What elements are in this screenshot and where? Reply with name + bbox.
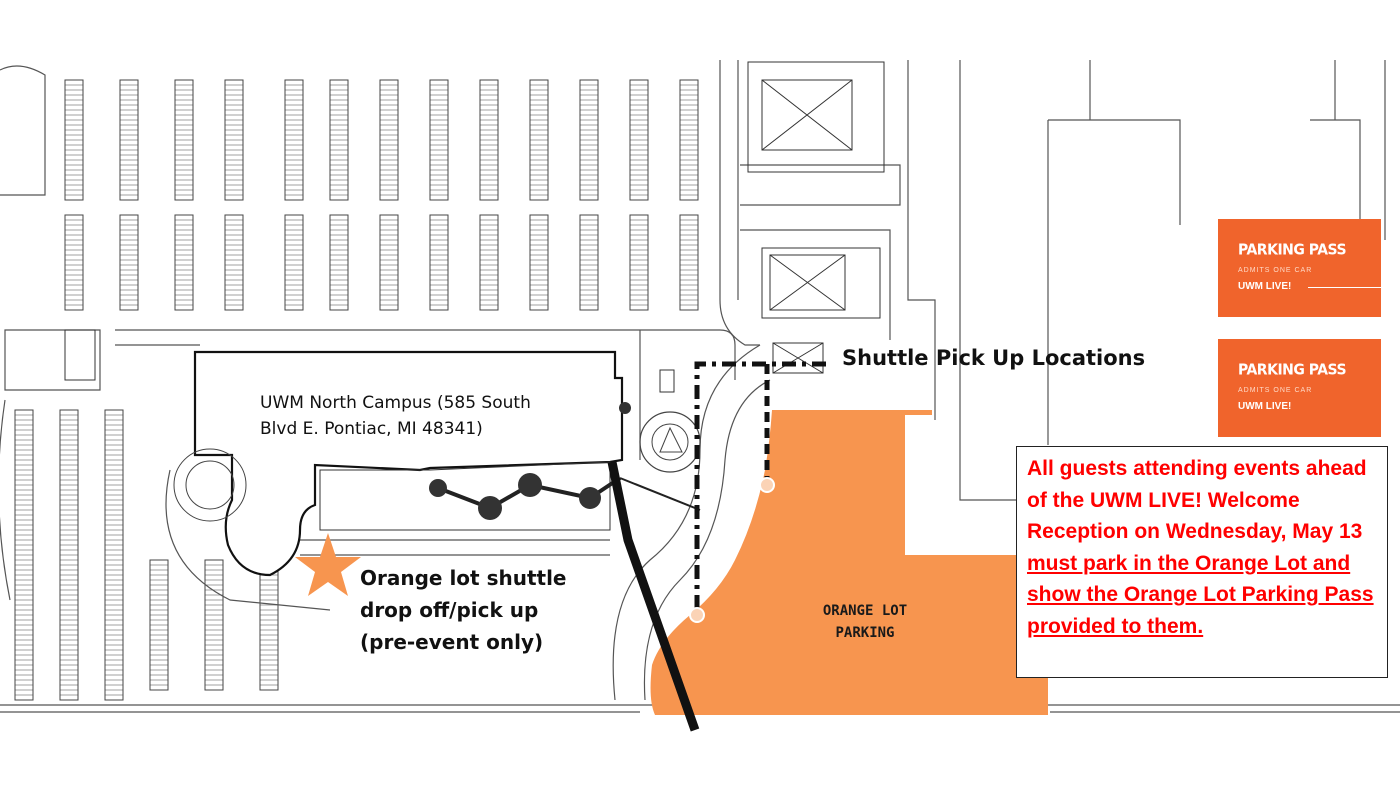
notice-text: All guests attending events ahead of the… bbox=[1027, 453, 1377, 643]
courtyard-features bbox=[173, 402, 701, 522]
shuttle-pickup-label: Shuttle Pick Up Locations bbox=[842, 346, 1146, 370]
pass-subtitle: ADMITS ONE CAR bbox=[1238, 387, 1313, 394]
campus-name-line1: UWM North Campus (585 South bbox=[260, 393, 531, 413]
orange-lot-line2: PARKING bbox=[835, 625, 895, 641]
orange-lot-line1: ORANGE LOT bbox=[822, 603, 908, 619]
pass-title: PARKING PASS bbox=[1238, 361, 1347, 379]
campus-name-label: UWM North Campus (585 South Blvd E. Pont… bbox=[260, 390, 590, 442]
shuttle-stop-icon bbox=[689, 477, 775, 623]
orange-lot-label: ORANGE LOT PARKING bbox=[800, 600, 930, 644]
pass-event: UWM LIVE! bbox=[1238, 401, 1292, 412]
dropoff-line3: (pre-event only) bbox=[360, 630, 544, 654]
star-icon bbox=[295, 533, 361, 596]
building-wing bbox=[319, 461, 611, 531]
shuttle-route bbox=[607, 361, 826, 732]
pass-subtitle: ADMITS ONE CAR bbox=[1238, 267, 1313, 274]
campus-buildings bbox=[64, 61, 885, 393]
roads bbox=[0, 60, 1400, 713]
pass-event: UWM LIVE! bbox=[1238, 281, 1292, 292]
campus-name-line2: Blvd E. Pontiac, MI 48341) bbox=[260, 419, 483, 439]
orange-lot-area bbox=[650, 410, 1048, 715]
dropoff-line2: drop off/pick up bbox=[360, 598, 539, 622]
parking-pass-card: PARKING PASS ADMITS ONE CAR UWM LIVE! bbox=[1218, 339, 1381, 437]
parking-lots bbox=[14, 79, 699, 701]
pass-divider bbox=[1308, 287, 1381, 288]
parking-notice: All guests attending events ahead of the… bbox=[1016, 446, 1388, 678]
dropoff-line1: Orange lot shuttle bbox=[360, 566, 567, 590]
notice-plain: All guests attending events ahead of the… bbox=[1027, 457, 1367, 544]
notice-underlined: must park in the Orange Lot and show the… bbox=[1027, 551, 1374, 638]
uwm-main-building bbox=[193, 350, 624, 577]
parking-pass-card: PARKING PASS ADMITS ONE CAR UWM LIVE! bbox=[1218, 219, 1381, 317]
pass-title: PARKING PASS bbox=[1238, 241, 1347, 259]
dropoff-label: Orange lot shuttle drop off/pick up (pre… bbox=[360, 562, 620, 658]
